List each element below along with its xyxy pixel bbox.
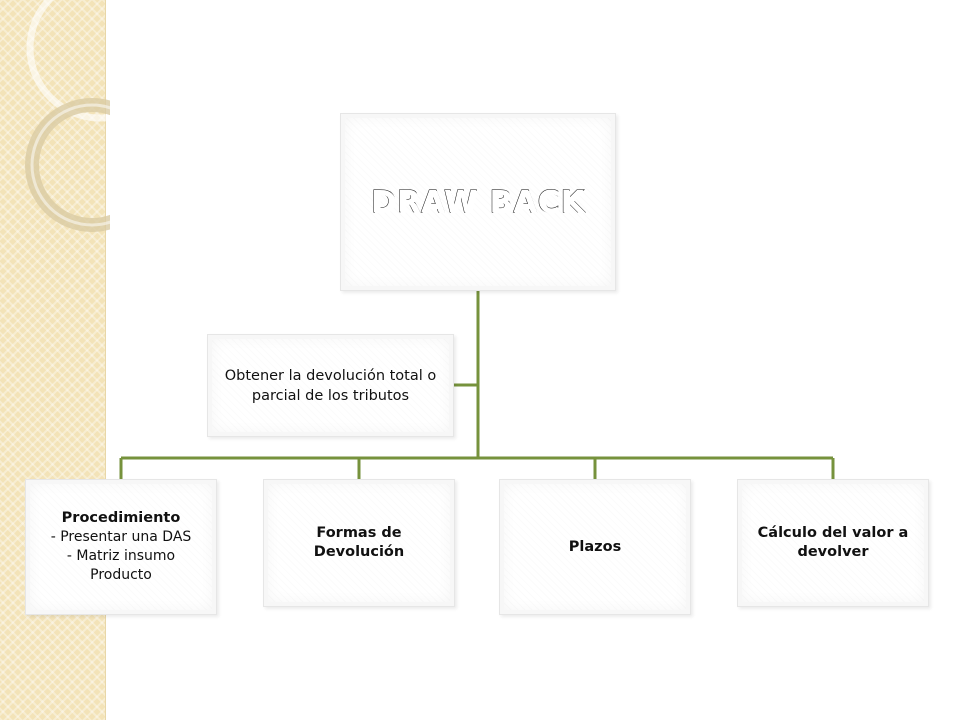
decorative-rings <box>25 0 110 232</box>
assistant-node: Obtener la devolución total o parcial de… <box>207 334 454 437</box>
child-node-calculo-valor: Cálculo del valor a devolver <box>737 479 929 607</box>
child-title: Plazos <box>568 538 622 555</box>
root-node: DRAW BACK <box>340 113 616 291</box>
child-title: Cálculo del valor a devolver <box>757 525 909 560</box>
root-title: DRAW BACK <box>371 184 585 220</box>
child-node-plazos: Plazos <box>499 479 691 615</box>
child-node-formas-de-devolucion: Formas de Devolución <box>263 479 455 607</box>
child-node-procedimiento: Procedimiento - Presentar una DAS - Matr… <box>25 479 217 615</box>
child-detail-line: - Matriz insumo Producto <box>66 548 176 583</box>
child-detail-line: - Presentar una DAS <box>50 529 192 545</box>
assistant-text: Obtener la devolución total o parcial de… <box>224 367 437 404</box>
child-title: Procedimiento <box>61 510 181 526</box>
child-title: Formas de Devolución <box>313 525 405 560</box>
